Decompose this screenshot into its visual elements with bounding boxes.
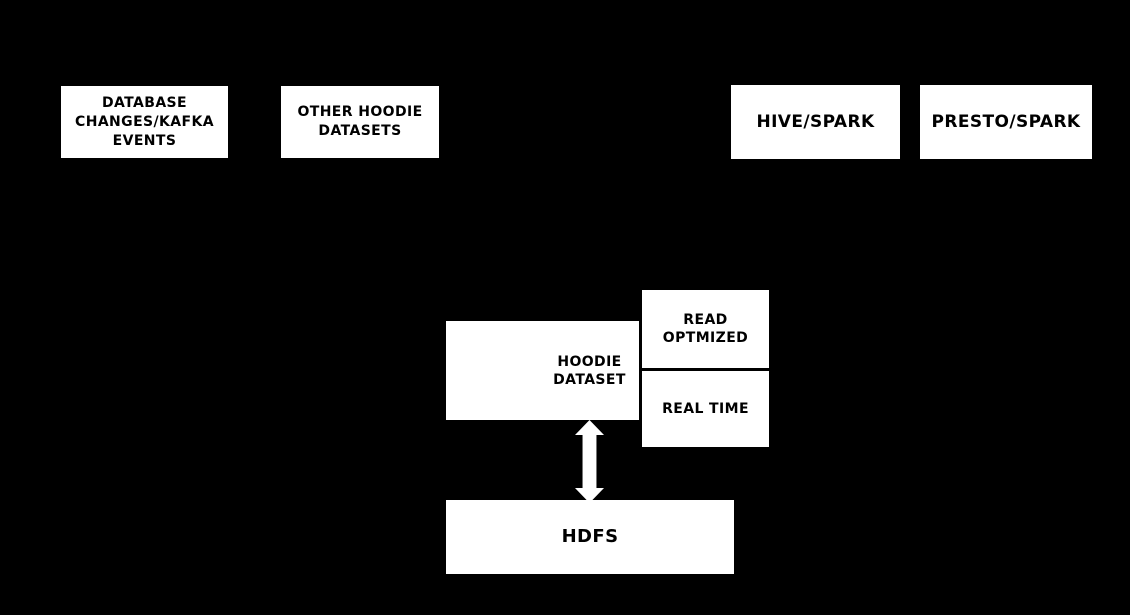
node-label: HDFS <box>561 526 619 547</box>
node-label: OPTMIZED <box>662 330 749 346</box>
node-label: REAL TIME <box>662 401 749 417</box>
node-label: CHANGES/KAFKA <box>75 113 214 130</box>
node-database-changes: DATABASE CHANGES/KAFKA EVENTS <box>61 86 228 158</box>
node-label-block: HOODIE DATASET <box>540 353 639 389</box>
bidirectional-arrow-icon <box>575 420 604 503</box>
node-label: EVENTS <box>112 132 177 149</box>
node-label: OTHER HOODIE <box>297 104 423 120</box>
node-hoodie-dataset: HOODIE DATASET <box>446 321 639 420</box>
node-label: DATASETS <box>318 123 402 139</box>
node-label: DATASET <box>553 371 626 388</box>
node-label: DATABASE <box>101 94 188 111</box>
node-read-optimized: READ OPTMIZED <box>642 290 769 368</box>
node-label: READ <box>683 312 728 328</box>
node-presto-spark: PRESTO/SPARK <box>920 85 1092 159</box>
node-label: PRESTO/SPARK <box>931 112 1081 132</box>
node-other-hoodie-datasets: OTHER HOODIE DATASETS <box>281 86 439 158</box>
node-label: HIVE/SPARK <box>756 112 875 132</box>
node-hive-spark: HIVE/SPARK <box>731 85 900 159</box>
node-label: HOODIE <box>557 353 622 370</box>
node-real-time: REAL TIME <box>642 371 769 447</box>
node-hdfs: HDFS <box>446 500 734 574</box>
